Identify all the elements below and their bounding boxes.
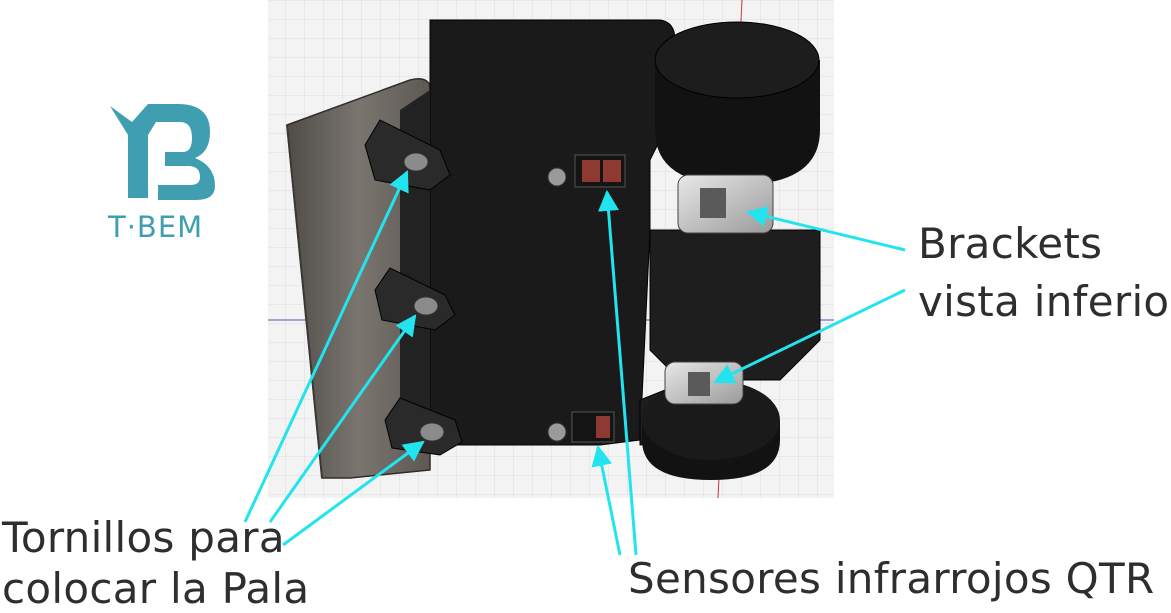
arrow-sensor-bottom xyxy=(591,444,622,556)
arrow-bracket-top xyxy=(745,206,906,252)
wheel-top xyxy=(654,21,820,185)
label-brackets-line2: vista inferior xyxy=(918,277,1171,326)
screw-middle xyxy=(413,296,439,316)
arrow-screw-top xyxy=(243,170,409,523)
arrow-sensor-top xyxy=(598,189,638,556)
tbem-logo-icon xyxy=(110,104,215,200)
sensor-top xyxy=(574,154,626,188)
arrow-screw-middle xyxy=(268,314,417,523)
sensor-bottom xyxy=(571,411,615,443)
bracket-top xyxy=(677,174,774,234)
arrow-screw-bottom xyxy=(282,440,425,547)
bracket-bottom xyxy=(664,361,744,405)
logo-text: T·BEM xyxy=(108,210,204,244)
label-tornillos-line2: colocar la Pala xyxy=(2,564,310,613)
label-tornillos-line1: Tornillos para xyxy=(2,513,285,562)
arrows xyxy=(243,170,906,556)
arrow-bracket-bottom xyxy=(713,288,906,384)
label-brackets-line1: Brackets xyxy=(918,219,1103,268)
label-sensores: Sensores infrarrojos QTR xyxy=(628,554,1155,603)
screw-top xyxy=(403,152,429,172)
chassis xyxy=(364,19,821,456)
screw-bottom xyxy=(419,422,445,442)
